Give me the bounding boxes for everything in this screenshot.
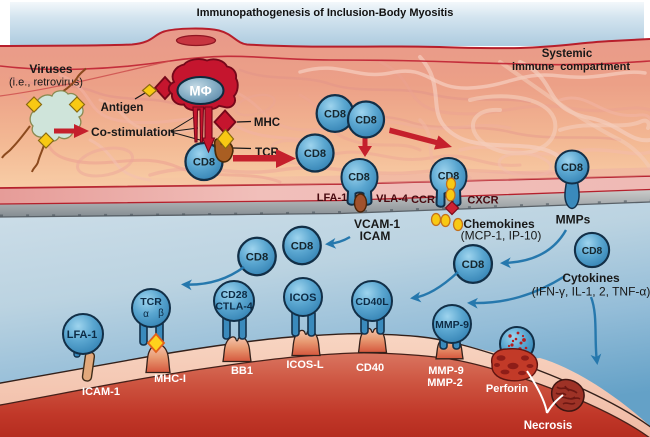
svg-text:TCR: TCR xyxy=(140,296,162,308)
svg-text:MMP-2: MMP-2 xyxy=(427,377,462,389)
svg-text:Immunopathogenesis of Inclusio: Immunopathogenesis of Inclusion-Body Myo… xyxy=(197,7,454,19)
svg-text:Antigen: Antigen xyxy=(101,102,144,114)
svg-text:BB1: BB1 xyxy=(231,365,253,377)
svg-text:MHC: MHC xyxy=(254,117,280,129)
svg-text:CD8: CD8 xyxy=(561,162,583,174)
svg-text:Cytokines: Cytokines xyxy=(562,271,620,285)
svg-text:Perforin: Perforin xyxy=(486,383,528,395)
svg-text:CD40L: CD40L xyxy=(355,296,389,308)
svg-text:MMPs: MMPs xyxy=(556,213,591,227)
svg-text:ICAM-1: ICAM-1 xyxy=(82,386,120,398)
svg-text:LFA-1: LFA-1 xyxy=(67,329,98,341)
svg-text:MΦ: MΦ xyxy=(189,84,211,99)
svg-text:CCR: CCR xyxy=(411,194,435,206)
svg-text:CXCR: CXCR xyxy=(467,195,498,207)
svg-text:Systemic: Systemic xyxy=(542,48,593,60)
svg-text:VCAM-1: VCAM-1 xyxy=(354,217,400,231)
svg-text:CD8: CD8 xyxy=(348,172,370,184)
svg-text:Chemokines: Chemokines xyxy=(463,217,535,231)
svg-text:MMP-9: MMP-9 xyxy=(435,319,469,331)
svg-text:β: β xyxy=(158,308,164,319)
svg-text:MMP-9: MMP-9 xyxy=(428,365,463,377)
svg-text:CD28: CD28 xyxy=(221,289,248,301)
svg-text:ICOS: ICOS xyxy=(290,292,317,304)
svg-text:Viruses: Viruses xyxy=(29,62,72,76)
svg-text:immune compartment: immune compartment xyxy=(512,61,630,73)
svg-text:Necrosis: Necrosis xyxy=(524,420,573,432)
svg-text:CTLA-4: CTLA-4 xyxy=(215,301,252,313)
svg-text:(MCP-1, IP-10): (MCP-1, IP-10) xyxy=(461,229,542,243)
svg-text:LFA-1: LFA-1 xyxy=(317,192,348,204)
svg-text:VLA-4: VLA-4 xyxy=(376,193,409,205)
svg-text:ICOS-L: ICOS-L xyxy=(286,359,324,371)
svg-text:ICAM: ICAM xyxy=(360,229,391,243)
svg-text:α: α xyxy=(143,309,149,320)
svg-text:MHC-I: MHC-I xyxy=(154,373,186,385)
svg-text:(i.e., retrovirus): (i.e., retrovirus) xyxy=(9,77,83,89)
svg-text:CD40: CD40 xyxy=(356,362,384,374)
svg-text:Co-stimulation: Co-stimulation xyxy=(91,125,175,139)
svg-text:(IFN-γ, IL-1, 2, TNF-α): (IFN-γ, IL-1, 2, TNF-α) xyxy=(532,285,650,299)
